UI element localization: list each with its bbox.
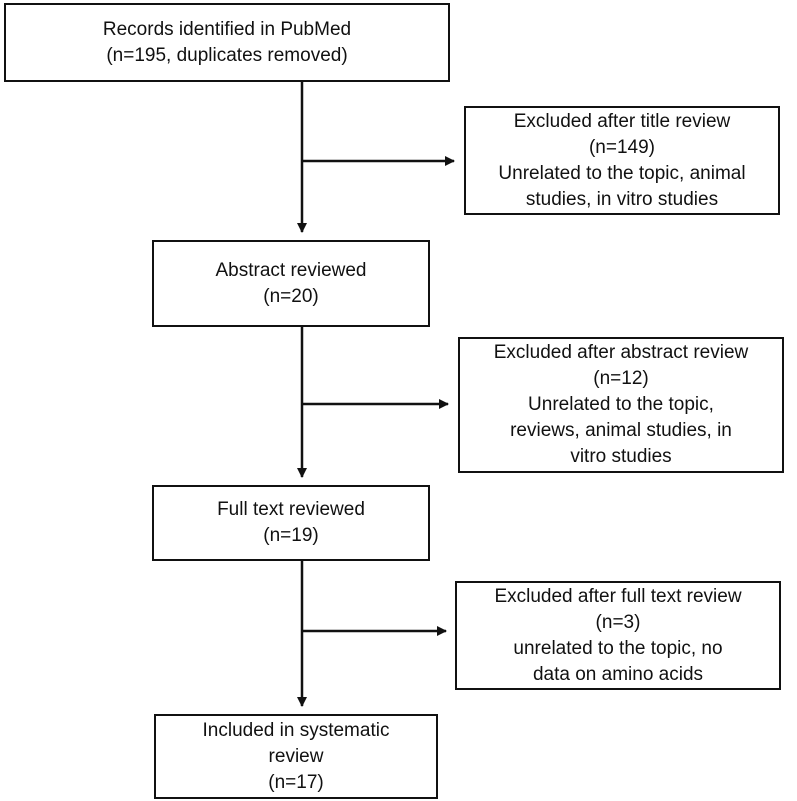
abstract-reviewed-label: Abstract reviewed — [215, 259, 367, 281]
excluded-abstract-reason-line3: vitro studies — [570, 446, 672, 467]
included-label-line2: review — [268, 745, 324, 767]
excluded-title-reason-line1: Unrelated to the topic, animal — [498, 162, 746, 184]
records-identified-label: Records identified in PubMed — [102, 18, 352, 40]
excluded-title-count: (n=149) — [588, 136, 656, 158]
excluded-title-reason-line2: studies, in vitro studies — [525, 188, 719, 210]
excluded-abstract-reason-line1: Unrelated to the topic, — [528, 394, 714, 415]
abstract-reviewed-box: Abstract reviewed (n=20) — [152, 240, 430, 327]
records-identified-box: Records identified in PubMed (n=195, dup… — [4, 3, 450, 82]
records-identified-count: (n=195, duplicates removed) — [106, 44, 348, 66]
excluded-fulltext-box: Excluded after full text review (n=3) un… — [455, 581, 781, 690]
full-text-reviewed-box: Full text reviewed (n=19) — [152, 485, 430, 561]
excluded-fulltext-label: Excluded after full text review — [494, 585, 742, 607]
full-text-reviewed-label: Full text reviewed — [217, 499, 365, 520]
excluded-fulltext-reason-line1: unrelated to the topic, no — [513, 637, 723, 659]
included-box: Included in systematic review (n=17) — [154, 714, 438, 799]
excluded-fulltext-reason-line2: data on amino acids — [532, 663, 704, 685]
excluded-title-box: Excluded after title review (n=149) Unre… — [464, 106, 780, 215]
excluded-fulltext-count: (n=3) — [595, 611, 641, 633]
excluded-abstract-box: Excluded after abstract review (n=12) Un… — [458, 337, 784, 473]
abstract-reviewed-count: (n=20) — [263, 285, 319, 307]
included-count: (n=17) — [268, 771, 324, 793]
excluded-abstract-count: (n=12) — [593, 368, 649, 389]
full-text-reviewed-count: (n=19) — [263, 525, 319, 546]
excluded-abstract-label: Excluded after abstract review — [493, 342, 749, 363]
excluded-abstract-reason-line2: reviews, animal studies, in — [510, 420, 732, 441]
included-label-line1: Included in systematic — [202, 719, 390, 741]
excluded-title-label: Excluded after title review — [513, 110, 731, 132]
